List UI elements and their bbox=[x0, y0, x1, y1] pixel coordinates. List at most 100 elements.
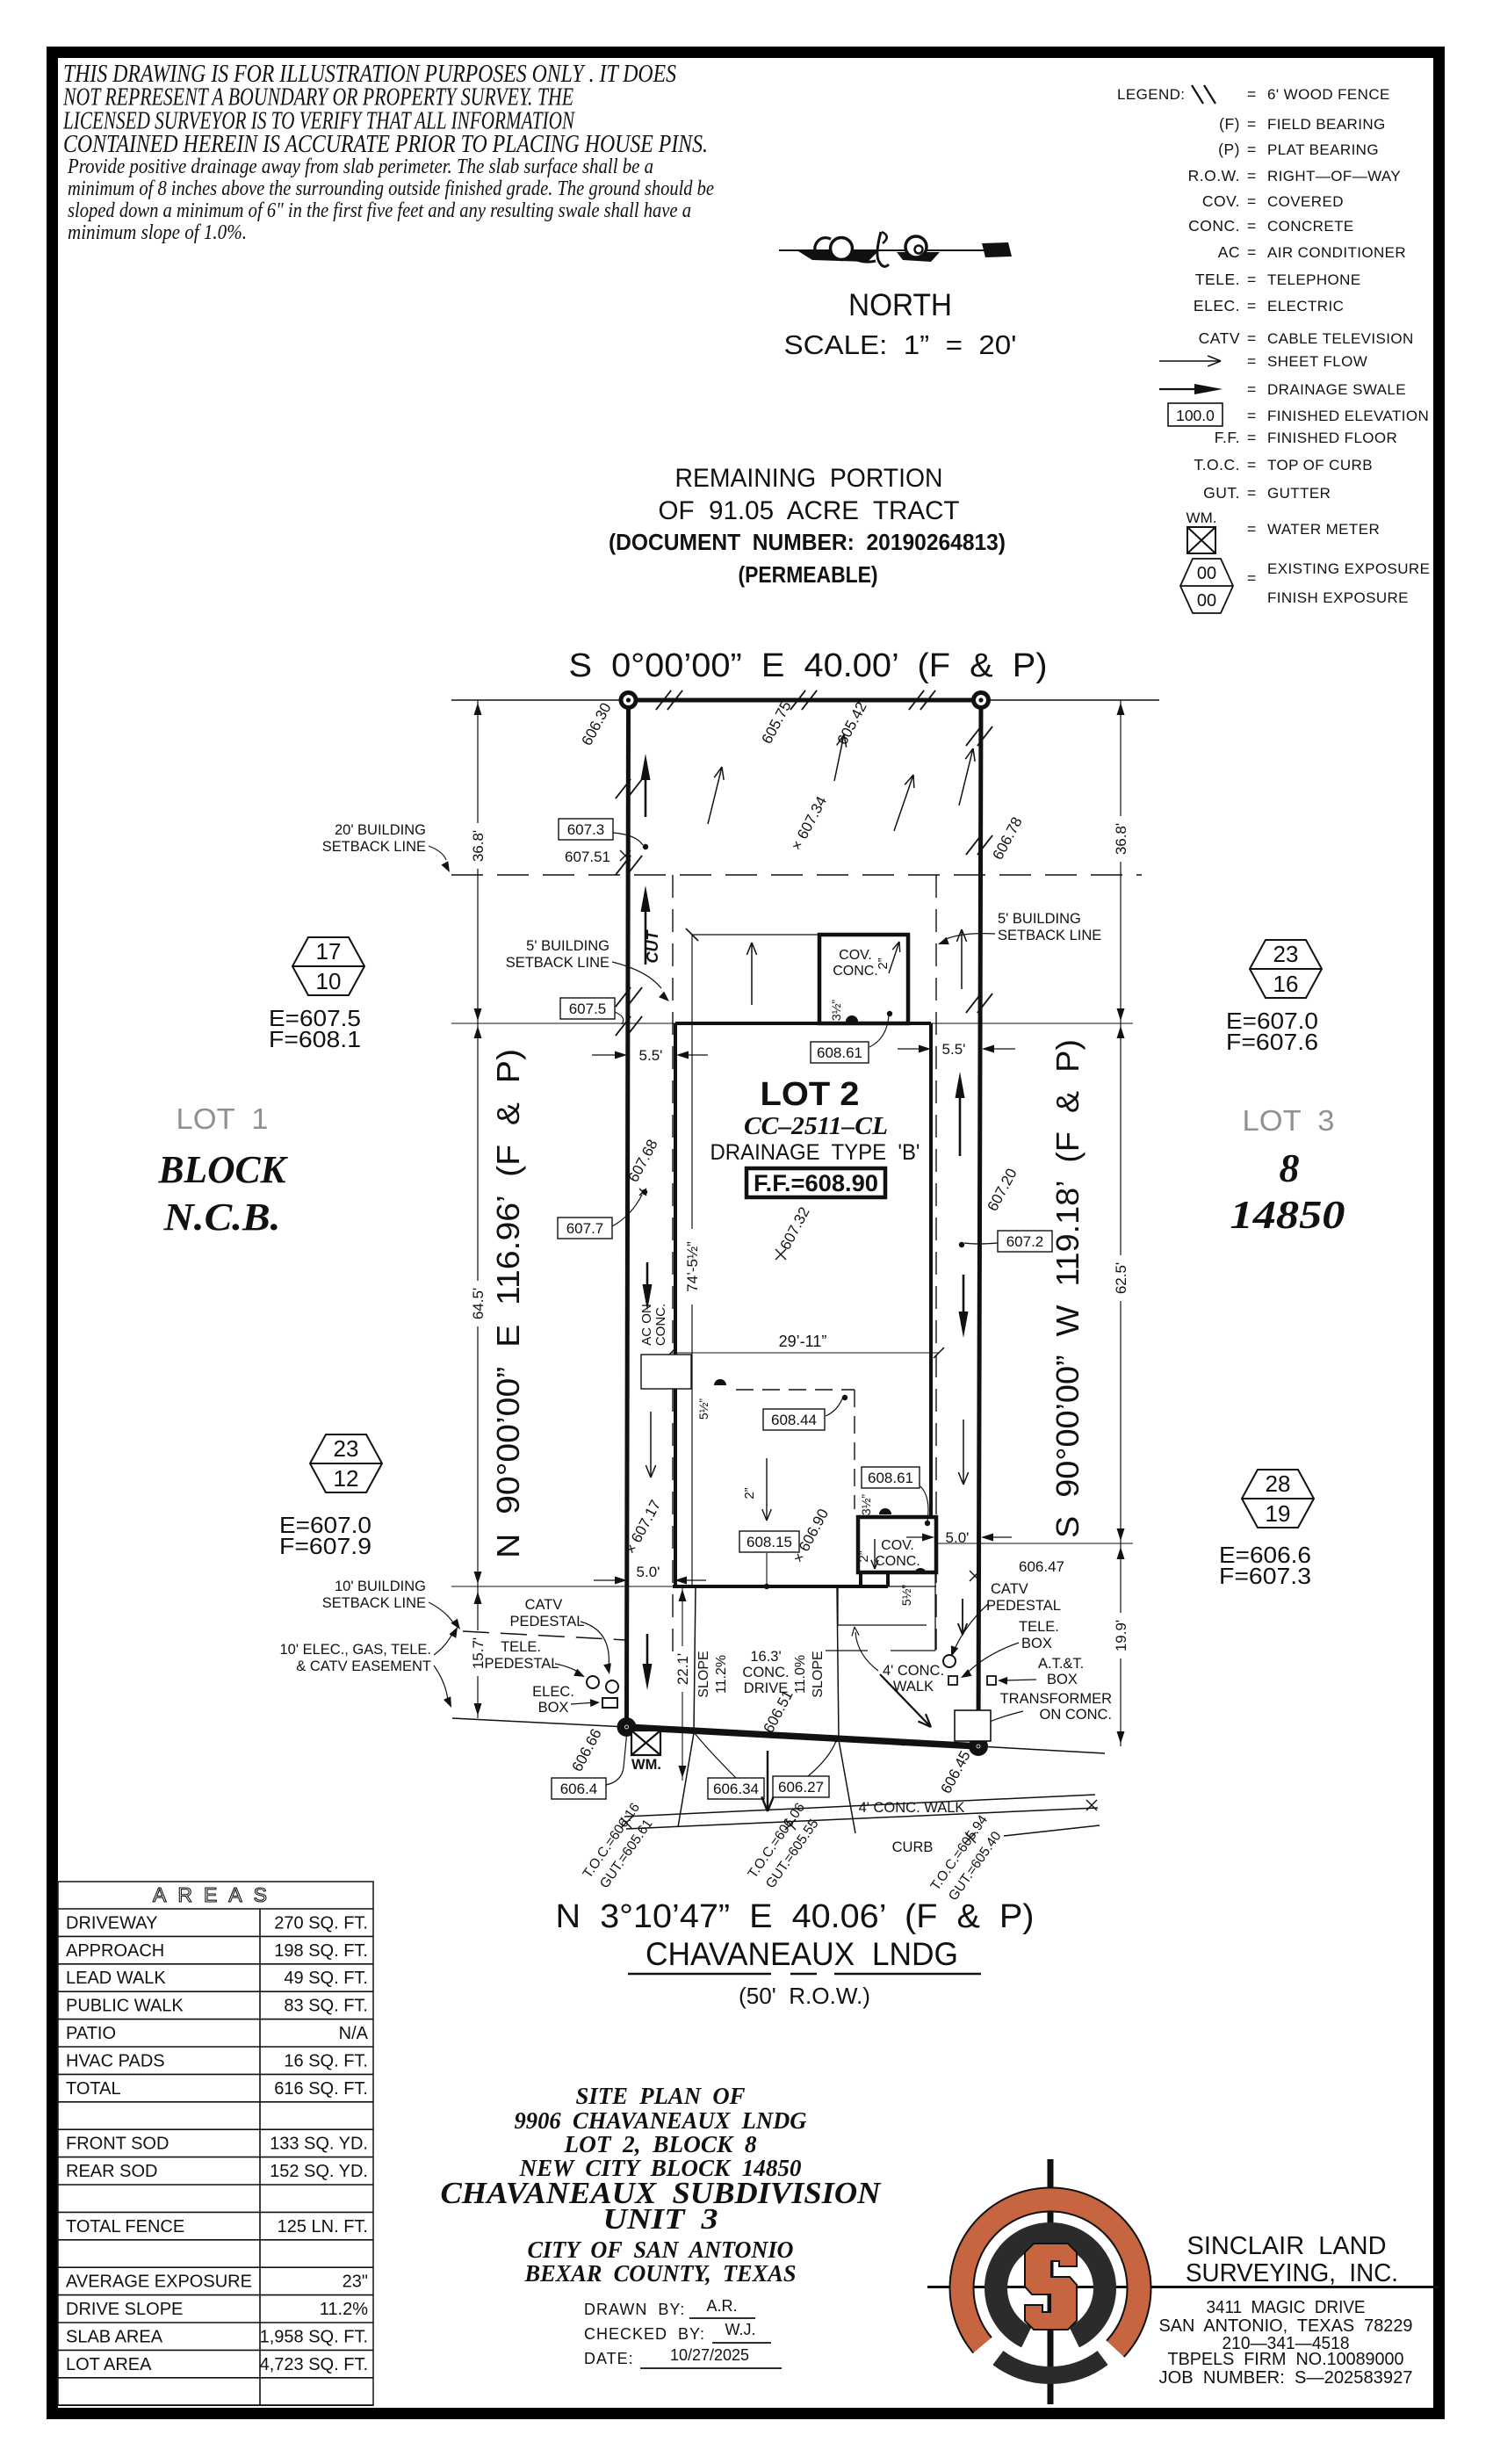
svg-text:608.61: 608.61 bbox=[817, 1044, 862, 1061]
svg-text:5.5': 5.5' bbox=[639, 1047, 663, 1064]
svg-text:3½”: 3½” bbox=[829, 1000, 843, 1021]
svg-text:23: 23 bbox=[334, 1435, 359, 1462]
svg-text:APPROACH: APPROACH bbox=[66, 1941, 164, 1961]
svg-text:(50' R.O.W.): (50' R.O.W.) bbox=[739, 1983, 870, 2009]
svg-text:FINISHED FLOOR: FINISHED FLOOR bbox=[1267, 430, 1397, 446]
svg-text:LICENSED SURVEYOR IS TO VERIFY: LICENSED SURVEYOR IS TO VERIFY THAT ALL … bbox=[62, 107, 575, 134]
svg-text:SLOPE: SLOPE bbox=[811, 1651, 826, 1697]
svg-text:BOX: BOX bbox=[538, 1700, 569, 1716]
svg-text:11.0%: 11.0% bbox=[793, 1655, 808, 1694]
svg-text:17: 17 bbox=[316, 938, 342, 965]
svg-text:1,958 SQ. FT.: 1,958 SQ. FT. bbox=[260, 2327, 368, 2346]
svg-text:E=606.6: E=606.6 bbox=[1219, 1542, 1311, 1568]
svg-text:LOT 2, BLOCK 8: LOT 2, BLOCK 8 bbox=[563, 2131, 757, 2157]
svg-text:WALK: WALK bbox=[893, 1679, 934, 1694]
svg-text:(PERMEABLE): (PERMEABLE) bbox=[739, 561, 878, 588]
svg-text:SETBACK LINE: SETBACK LINE bbox=[322, 839, 426, 855]
svg-text:608.44: 608.44 bbox=[771, 1412, 817, 1428]
svg-text:sloped down a minimum of 6" in: sloped down a minimum of 6" in the first… bbox=[68, 199, 691, 222]
svg-text:NORTH: NORTH bbox=[848, 288, 952, 322]
svg-text:S 0°00’00” E 40.00’ (F &: S 0°00’00” E 40.00’ (F & P) bbox=[569, 647, 1048, 684]
svg-text:36.8': 36.8' bbox=[470, 830, 487, 862]
svg-text:minimum of 8 inches above the: minimum of 8 inches above the surroundin… bbox=[68, 177, 714, 200]
svg-text:CONCRETE: CONCRETE bbox=[1267, 218, 1354, 235]
svg-text:CHAVANEAUX LNDG: CHAVANEAUX LNDG bbox=[646, 1936, 958, 1972]
svg-text:BLOCK: BLOCK bbox=[158, 1148, 289, 1191]
svg-text:AVERAGE EXPOSURE: AVERAGE EXPOSURE bbox=[66, 2273, 252, 2292]
svg-text:210—341—4518: 210—341—4518 bbox=[1223, 2334, 1350, 2353]
svg-text:ON CONC.: ON CONC. bbox=[1040, 1707, 1113, 1723]
svg-text:74’-5½”: 74’-5½” bbox=[684, 1241, 701, 1292]
svg-text:JOB NUMBER: S—202583927: JOB NUMBER: S—202583927 bbox=[1159, 2368, 1413, 2388]
svg-text:16 SQ. FT.: 16 SQ. FT. bbox=[284, 2051, 368, 2070]
svg-text:TOTAL: TOTAL bbox=[66, 2079, 121, 2099]
svg-text:TELEPHONE: TELEPHONE bbox=[1267, 271, 1361, 288]
svg-text:LOT 2: LOT 2 bbox=[761, 1076, 860, 1113]
svg-text:=: = bbox=[1247, 569, 1256, 587]
svg-text:28: 28 bbox=[1266, 1470, 1291, 1497]
svg-text:SETBACK LINE: SETBACK LINE bbox=[506, 955, 609, 971]
svg-text:SINCLAIR LAND: SINCLAIR LAND bbox=[1187, 2232, 1387, 2260]
svg-text:270 SQ. FT.: 270 SQ. FT. bbox=[274, 1913, 368, 1933]
svg-text:PEDESTAL: PEDESTAL bbox=[485, 1656, 559, 1672]
svg-text:3½”: 3½” bbox=[859, 1494, 873, 1515]
svg-text:WATER METER: WATER METER bbox=[1267, 521, 1380, 538]
svg-text:FINISH EXPOSURE: FINISH EXPOSURE bbox=[1267, 589, 1409, 606]
svg-text:SURVEYING, INC.: SURVEYING, INC. bbox=[1186, 2259, 1398, 2287]
svg-text:=: = bbox=[1247, 407, 1256, 424]
svg-text:CITY OF SAN ANTONIO: CITY OF SAN ANTONIO bbox=[528, 2236, 794, 2263]
svg-text:64.5': 64.5' bbox=[470, 1288, 487, 1319]
svg-text:Provide positive drainage away: Provide positive drainage away from slab… bbox=[67, 155, 653, 178]
svg-text:NEW CITY BLOCK 14850: NEW CITY BLOCK 14850 bbox=[518, 2155, 802, 2181]
svg-text:=: = bbox=[1247, 271, 1256, 288]
svg-text:SAN ANTONIO, TEXAS 78229: SAN ANTONIO, TEXAS 78229 bbox=[1159, 2316, 1413, 2336]
svg-text:WM.: WM. bbox=[1186, 509, 1217, 526]
svg-text:9906 CHAVANEAUX LNDG: 9906 CHAVANEAUX LNDG bbox=[515, 2107, 807, 2134]
svg-text:16.3': 16.3' bbox=[750, 1649, 781, 1665]
svg-text:PUBLIC WALK: PUBLIC WALK bbox=[66, 1997, 184, 2016]
svg-text:5' BUILDING: 5' BUILDING bbox=[998, 911, 1081, 927]
svg-text:TOTAL FENCE: TOTAL FENCE bbox=[66, 2217, 184, 2236]
svg-text:CC–2511–CL: CC–2511–CL bbox=[744, 1112, 888, 1140]
svg-text:F=607.6: F=607.6 bbox=[1226, 1029, 1318, 1055]
svg-text:HVAC PADS: HVAC PADS bbox=[66, 2051, 165, 2070]
svg-text:607.3: 607.3 bbox=[567, 821, 605, 838]
svg-text:BOX: BOX bbox=[1047, 1672, 1078, 1687]
svg-text:CABLE TELEVISION: CABLE TELEVISION bbox=[1267, 330, 1414, 347]
svg-text:T.O.C.: T.O.C. bbox=[1194, 456, 1240, 473]
svg-text:23": 23" bbox=[343, 2273, 368, 2292]
svg-text:CONC.: CONC. bbox=[833, 964, 878, 979]
svg-text:CHECKED BY:: CHECKED BY: bbox=[584, 2325, 705, 2343]
svg-text:NOT REPRESENT A BOUNDARY OR PR: NOT REPRESENT A BOUNDARY OR PROPERTY SUR… bbox=[62, 84, 573, 112]
svg-text:5.0': 5.0' bbox=[946, 1529, 970, 1546]
svg-text:100.0: 100.0 bbox=[1176, 407, 1215, 424]
svg-text:ELECTRIC: ELECTRIC bbox=[1267, 298, 1344, 314]
svg-text:133 SQ. YD.: 133 SQ. YD. bbox=[270, 2135, 368, 2154]
svg-text:DRIVE: DRIVE bbox=[744, 1680, 788, 1696]
svg-text:PEDESTAL: PEDESTAL bbox=[986, 1598, 1061, 1614]
svg-text:29’-11”: 29’-11” bbox=[779, 1333, 827, 1350]
svg-text:00: 00 bbox=[1197, 591, 1216, 611]
svg-text:=: = bbox=[1247, 352, 1256, 370]
svg-text:SITE PLAN OF: SITE PLAN OF bbox=[576, 2083, 746, 2109]
svg-text:SCALE: 1” = 20': SCALE: 1” = 20' bbox=[784, 329, 1017, 360]
svg-text:5½”: 5½” bbox=[696, 1398, 710, 1420]
svg-text:607.7: 607.7 bbox=[566, 1220, 604, 1237]
svg-text:606.27: 606.27 bbox=[778, 1779, 824, 1796]
svg-text:R.O.W.: R.O.W. bbox=[1188, 167, 1240, 184]
svg-text:16: 16 bbox=[1273, 971, 1299, 997]
svg-text:=: = bbox=[1247, 520, 1256, 538]
svg-text:=: = bbox=[1247, 85, 1256, 103]
svg-text:606.47: 606.47 bbox=[1019, 1558, 1064, 1575]
svg-text:SETBACK LINE: SETBACK LINE bbox=[322, 1595, 426, 1611]
svg-text:608.15: 608.15 bbox=[746, 1534, 792, 1550]
svg-text:DRIVE SLOPE: DRIVE SLOPE bbox=[66, 2300, 183, 2319]
svg-text:22.1': 22.1' bbox=[674, 1653, 691, 1685]
svg-text:=: = bbox=[1247, 429, 1256, 446]
svg-text:CHAVANEAUX SUBDIVISION: CHAVANEAUX SUBDIVISION bbox=[441, 2176, 883, 2210]
svg-text:N.C.B.: N.C.B. bbox=[162, 1196, 280, 1239]
svg-text:10/27/2025: 10/27/2025 bbox=[670, 2346, 749, 2364]
svg-text:A.T.&T.: A.T.&T. bbox=[1038, 1656, 1084, 1672]
svg-text:& CATV EASEMENT: & CATV EASEMENT bbox=[296, 1658, 431, 1674]
svg-text:152 SQ. YD.: 152 SQ. YD. bbox=[270, 2162, 368, 2181]
